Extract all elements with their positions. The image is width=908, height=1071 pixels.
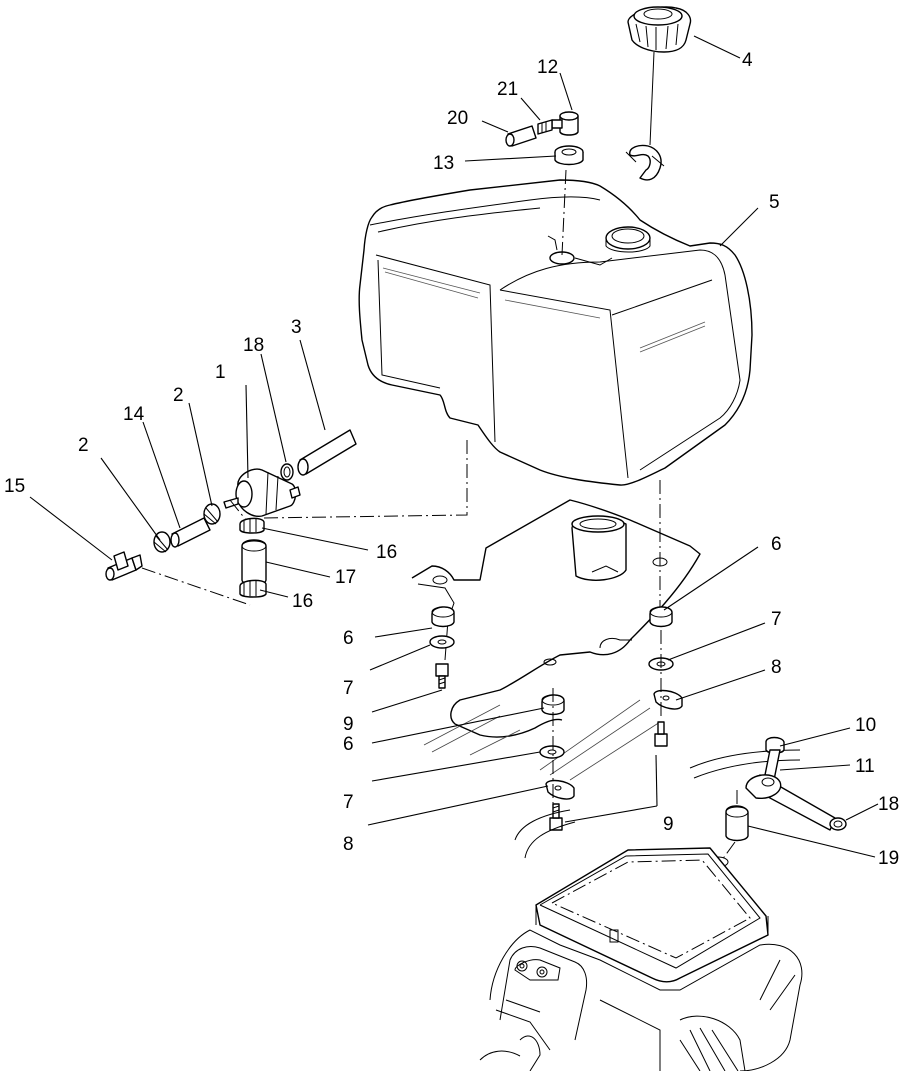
callout-14: 14 (123, 404, 145, 425)
callout-labels: 1 2 2 3 4 5 6 6 6 7 7 7 8 8 9 9 10 11 12… (4, 50, 899, 869)
callout-2-left: 2 (78, 435, 89, 456)
engine (479, 847, 803, 1071)
vent-assembly (505, 111, 584, 256)
callout-5: 5 (769, 192, 780, 213)
fuel-pump-fittings (514, 736, 847, 868)
callout-2-right: 2 (173, 385, 184, 406)
mounting-hardware-left (429, 606, 455, 689)
callout-3: 3 (291, 317, 302, 338)
callout-15: 15 (4, 476, 25, 497)
callout-9-left: 9 (343, 714, 354, 735)
callout-7-right: 7 (771, 609, 782, 630)
mounting-hardware-right (648, 606, 683, 747)
callout-leaders (29, 35, 879, 858)
callout-6-right: 6 (771, 534, 782, 555)
callout-20: 20 (447, 108, 468, 129)
callout-8-right: 8 (771, 657, 782, 678)
callout-12: 12 (537, 57, 558, 78)
tank-mounting-plate (411, 480, 701, 781)
callout-16-bottom: 16 (292, 591, 313, 612)
callout-6-center: 6 (343, 734, 354, 755)
callout-18-pump: 18 (878, 794, 899, 815)
callout-7-center: 7 (343, 792, 354, 813)
callout-7-left: 7 (343, 678, 354, 699)
fuel-tank (358, 179, 753, 486)
mounting-hardware-center (539, 688, 575, 831)
callout-8-left: 8 (343, 834, 354, 855)
callout-9-right: 9 (663, 814, 674, 835)
callout-19: 19 (878, 848, 899, 869)
callout-1: 1 (215, 362, 226, 383)
fuel-cap (625, 6, 692, 181)
callout-21: 21 (497, 79, 518, 100)
callout-10: 10 (855, 715, 876, 736)
callout-17: 17 (335, 567, 356, 588)
callout-4: 4 (742, 50, 753, 71)
callout-13: 13 (433, 153, 454, 174)
callout-18-filter: 18 (243, 335, 264, 356)
callout-11: 11 (855, 756, 875, 777)
callout-6-left: 6 (343, 628, 354, 649)
fuel-line-assembly (105, 429, 468, 606)
callout-16-top: 16 (376, 542, 397, 563)
